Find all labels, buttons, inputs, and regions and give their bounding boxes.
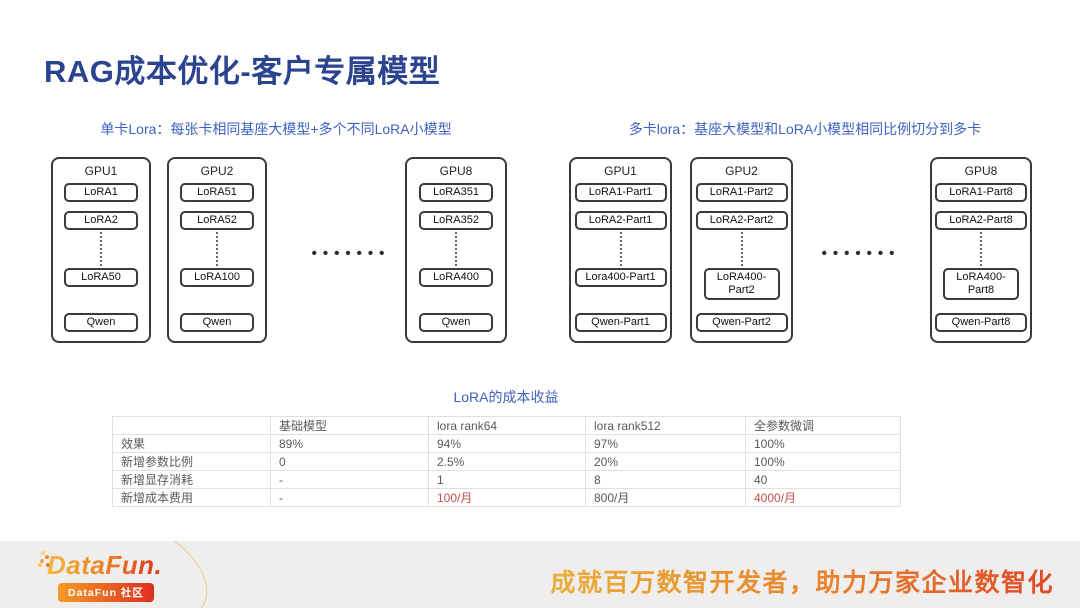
base-model-box: Qwen [64, 313, 138, 332]
gpu-card-right-1: GPU1 LoRA1-Part1 LoRA2-Part1 Lora400-Par… [569, 157, 672, 343]
ellipsis-dots-left: ••••••• [311, 245, 391, 262]
dotted-connector [980, 232, 982, 266]
table-cell: 89% [270, 434, 429, 453]
table-row: 新增成本费用 - 100/月 800/月 4000/月 [112, 488, 901, 507]
table-cell: 100% [745, 434, 901, 453]
lora-box: LoRA400 [419, 268, 493, 287]
gpu-title: GPU1 [604, 164, 637, 178]
gpu-card-right-8: GPU8 LoRA1-Part8 LoRA2-Part8 LoRA400-Par… [930, 157, 1032, 343]
datafun-logo: DataFun. DataFun 社区 [30, 541, 225, 608]
lora-box: LoRA351 [419, 183, 493, 202]
logo-wordmark: DataFun. [47, 550, 163, 580]
lora-box: LoRA1-Part8 [935, 183, 1027, 202]
table-cell: 8 [585, 470, 746, 489]
lora-box: LoRA400-Part8 [943, 268, 1019, 300]
gpu-title: GPU2 [725, 164, 758, 178]
gpu-card-left-1: GPU1 LoRA1 LoRA2 LoRA50 Qwen [51, 157, 151, 343]
lora-box: LoRA1 [64, 183, 138, 202]
gpu-title: GPU8 [439, 164, 473, 178]
gpu-title: GPU1 [84, 164, 118, 178]
table-header-cell: 基础模型 [270, 416, 429, 435]
table-header-cell: lora rank512 [585, 416, 746, 435]
base-model-box: Qwen [419, 313, 493, 332]
lora-box: LoRA2-Part1 [574, 211, 667, 230]
table-row: 新增显存消耗 - 1 8 40 [112, 470, 901, 489]
lora-box: LoRA400-Part2 [703, 268, 780, 300]
gpu-card-right-2: GPU2 LoRA1-Part2 LoRA2-Part2 LoRA400-Par… [690, 157, 793, 343]
row-label: 效果 [112, 434, 271, 453]
base-model-box: Qwen-Part8 [935, 313, 1027, 332]
row-label: 新增参数比例 [112, 452, 271, 471]
dotted-connector [100, 232, 102, 266]
left-diagram-caption: 单卡Lora：每张卡相同基座大模型+多个不同LoRA小模型 [100, 121, 452, 137]
table-cell: 1 [428, 470, 586, 489]
gpu-card-left-2: GPU2 LoRA51 LoRA52 LoRA100 Qwen [167, 157, 267, 343]
table-row: 效果 89% 94% 97% 100% [112, 434, 901, 453]
table-header-cell: lora rank64 [428, 416, 586, 435]
base-model-box: Qwen-Part1 [574, 313, 667, 332]
table-cell: 800/月 [585, 488, 746, 507]
gpu-title: GPU8 [964, 164, 998, 178]
table-header-row: 基础模型 lora rank64 lora rank512 全参数微调 [112, 416, 901, 435]
lora-box: LoRA2 [64, 211, 138, 230]
row-label: 新增成本费用 [112, 488, 271, 507]
lora-box: LoRA50 [64, 268, 138, 287]
table-cell: - [270, 488, 429, 507]
table-cell: 20% [585, 452, 746, 471]
base-model-box: Qwen-Part2 [695, 313, 788, 332]
sparkle-icon [40, 559, 44, 563]
cost-table: 基础模型 lora rank64 lora rank512 全参数微调 效果 8… [112, 416, 901, 507]
ellipsis-dots-right: ••••••• [821, 245, 901, 262]
page-title: RAG成本优化-客户专属模型 [44, 54, 441, 89]
table-cell: 100% [745, 452, 901, 471]
dotted-connector [216, 232, 218, 266]
lora-box: Lora400-Part1 [574, 268, 667, 287]
lora-box: LoRA52 [180, 211, 254, 230]
dotted-connector [455, 232, 457, 266]
footer-bar: DataFun. DataFun 社区 成就百万数智开发者，助力万家企业数智化 [0, 541, 1080, 608]
table-cell: 94% [428, 434, 586, 453]
table-cell-highlight: 100/月 [428, 488, 586, 507]
table-cell: 40 [745, 470, 901, 489]
table-title: LoRA的成本收益 [453, 389, 559, 405]
table-cell: 0 [270, 452, 429, 471]
lora-box: LoRA51 [180, 183, 254, 202]
table-header-cell: 全参数微调 [745, 416, 901, 435]
row-label: 新增显存消耗 [112, 470, 271, 489]
right-diagram-caption: 多卡lora：基座大模型和LoRA小模型相同比例切分到多卡 [628, 121, 982, 137]
lora-box: LoRA100 [180, 268, 254, 287]
table-header-cell [112, 416, 271, 435]
footer-slogan: 成就百万数智开发者，助力万家企业数智化 [550, 563, 1054, 599]
gpu-title: GPU2 [200, 164, 234, 178]
lora-box: LoRA2-Part2 [695, 211, 788, 230]
lora-box: LoRA1-Part2 [695, 183, 788, 202]
table-cell-highlight: 4000/月 [745, 488, 901, 507]
lora-box: LoRA352 [419, 211, 493, 230]
table-cell: 97% [585, 434, 746, 453]
table-row: 新增参数比例 0 2.5% 20% 100% [112, 452, 901, 471]
table-cell: 2.5% [428, 452, 586, 471]
lora-box: LoRA2-Part8 [935, 211, 1027, 230]
base-model-box: Qwen [180, 313, 254, 332]
logo-community-badge: DataFun 社区 [58, 583, 154, 602]
lora-box: LoRA1-Part1 [574, 183, 667, 202]
dotted-connector [619, 232, 622, 266]
table-cell: - [270, 470, 429, 489]
dotted-connector [740, 232, 743, 266]
gpu-card-left-8: GPU8 LoRA351 LoRA352 LoRA400 Qwen [405, 157, 507, 343]
